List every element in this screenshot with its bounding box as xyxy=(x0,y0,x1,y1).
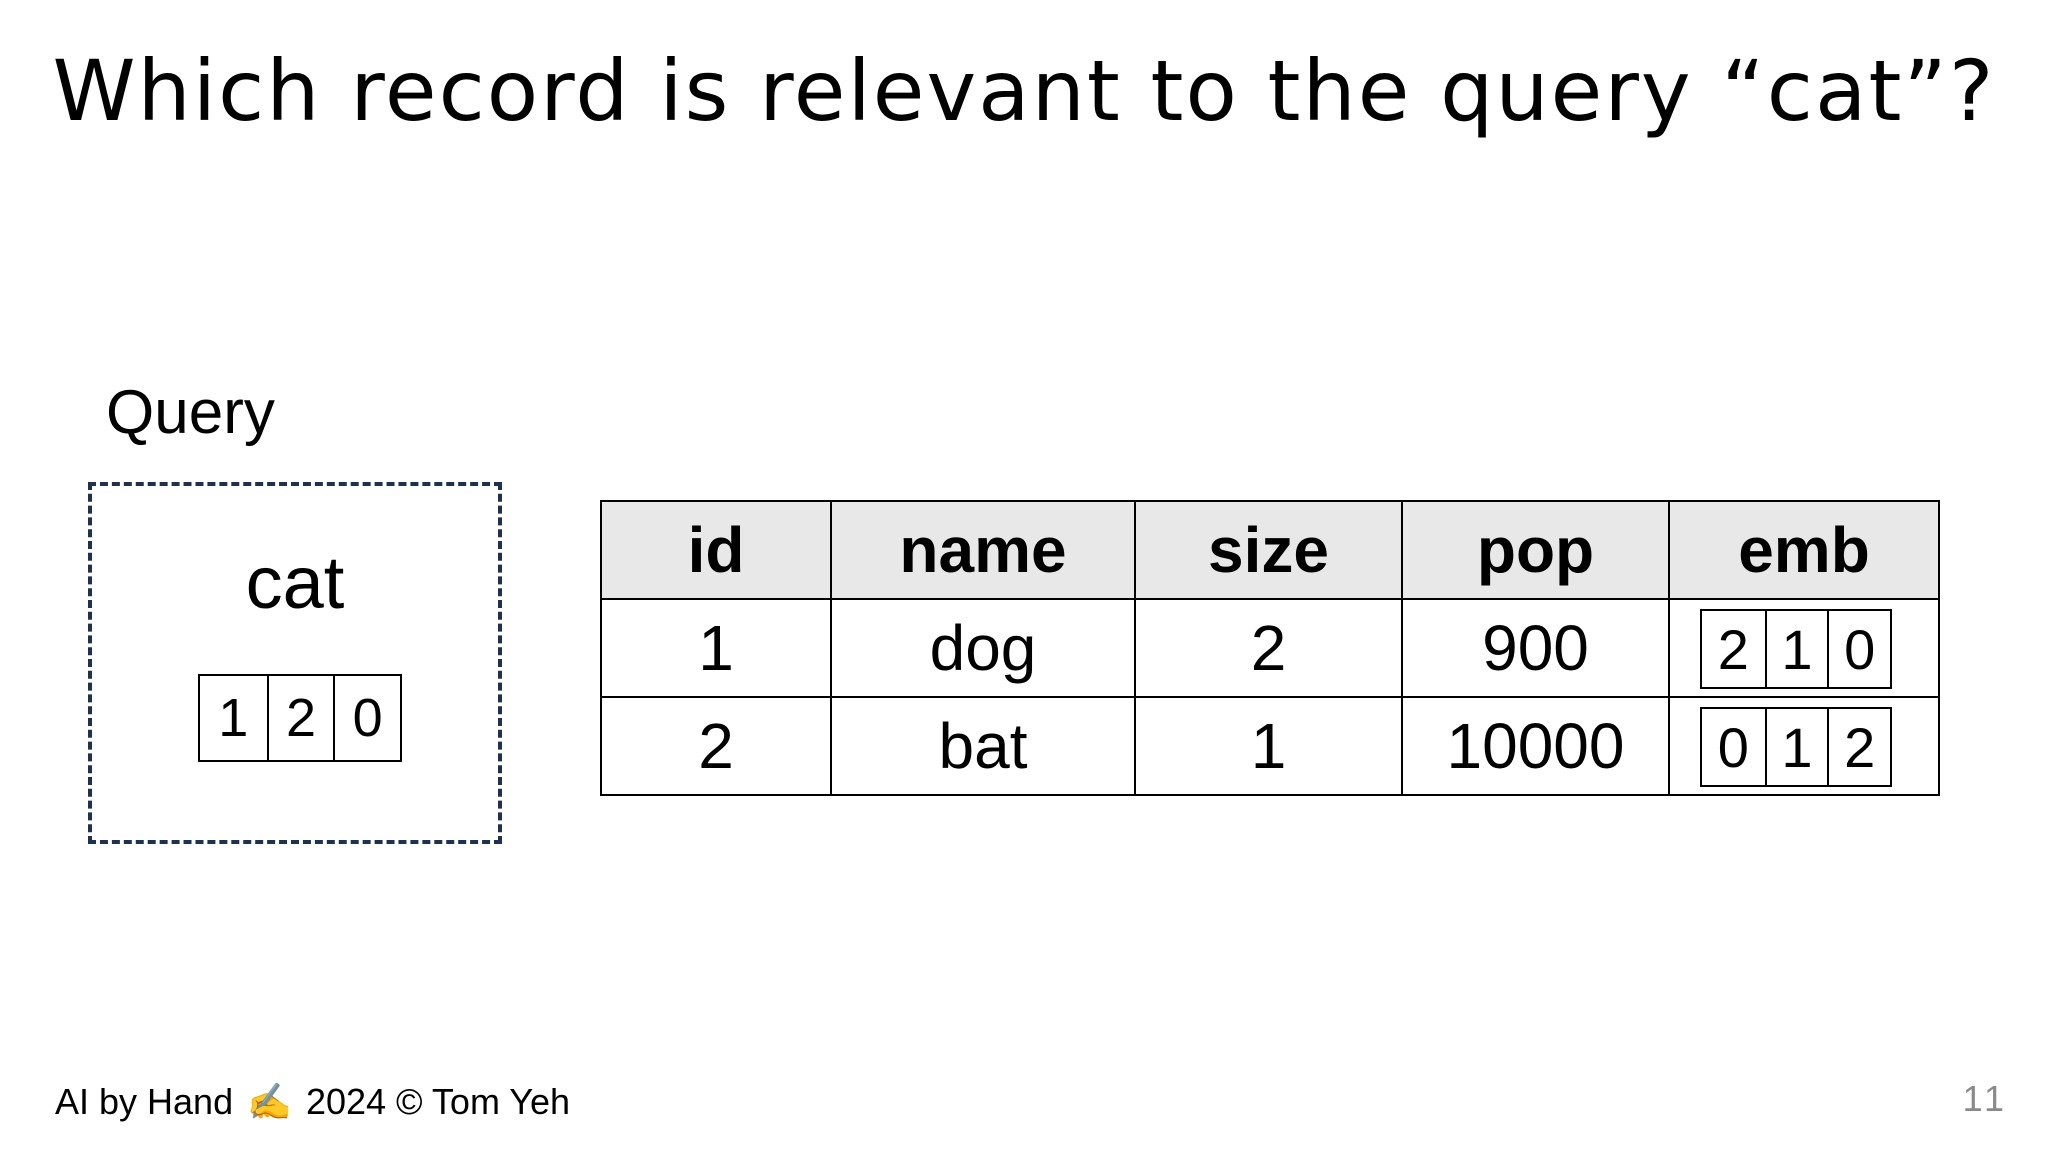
embedding-cell: 2 xyxy=(1717,617,1749,681)
writing-hand-icon: ✍️ xyxy=(247,1081,292,1122)
header-name: name xyxy=(830,500,1136,600)
embedding-cell: 0 xyxy=(1827,611,1890,687)
embedding-cell: 1 xyxy=(1764,611,1828,687)
cell-size: 2 xyxy=(1134,598,1403,698)
query-box: cat 1 2 0 xyxy=(88,482,502,844)
cell-emb: 0 1 2 xyxy=(1668,696,1940,796)
cell-size: 1 xyxy=(1134,696,1403,796)
query-vector-cell: 1 xyxy=(218,688,249,748)
cell-name: bat xyxy=(830,696,1136,796)
slide-title: Which record is relevant to the query “c… xyxy=(52,42,1996,140)
table-row: 2 bat 1 10000 0 1 2 xyxy=(600,696,1940,796)
header-emb: emb xyxy=(1668,500,1940,600)
header-pop: pop xyxy=(1401,500,1670,600)
cell-id: 2 xyxy=(600,696,832,796)
embedding-cell: 0 xyxy=(1717,715,1749,779)
records-table: id name size pop emb 1 dog 2 900 2 1 0 xyxy=(600,500,1940,796)
footer-credit: AI by Hand ✍️ 2024 © Tom Yeh xyxy=(55,1080,570,1124)
header-id: id xyxy=(600,500,832,600)
footer-prefix: AI by Hand xyxy=(55,1081,234,1122)
query-vector-cell: 0 xyxy=(333,676,400,760)
cell-name: dog xyxy=(830,598,1136,698)
page-number: 11 xyxy=(1962,1078,2008,1119)
cell-id: 1 xyxy=(600,598,832,698)
query-label: Query xyxy=(106,378,275,447)
cell-emb: 2 1 0 xyxy=(1668,598,1940,698)
cell-pop: 900 xyxy=(1401,598,1670,698)
embedding-vector: 0 1 2 xyxy=(1700,707,1892,787)
header-size: size xyxy=(1134,500,1403,600)
embedding-cell: 1 xyxy=(1764,709,1828,785)
table-header-row: id name size pop emb xyxy=(600,500,1940,600)
query-vector: 1 2 0 xyxy=(198,674,402,762)
cell-pop: 10000 xyxy=(1401,696,1670,796)
query-word: cat xyxy=(245,541,345,624)
footer-suffix: 2024 © Tom Yeh xyxy=(305,1081,571,1122)
embedding-cell: 2 xyxy=(1827,709,1890,785)
query-vector-cell: 2 xyxy=(266,676,334,760)
table-row: 1 dog 2 900 2 1 0 xyxy=(600,598,1940,698)
embedding-vector: 2 1 0 xyxy=(1700,609,1892,689)
